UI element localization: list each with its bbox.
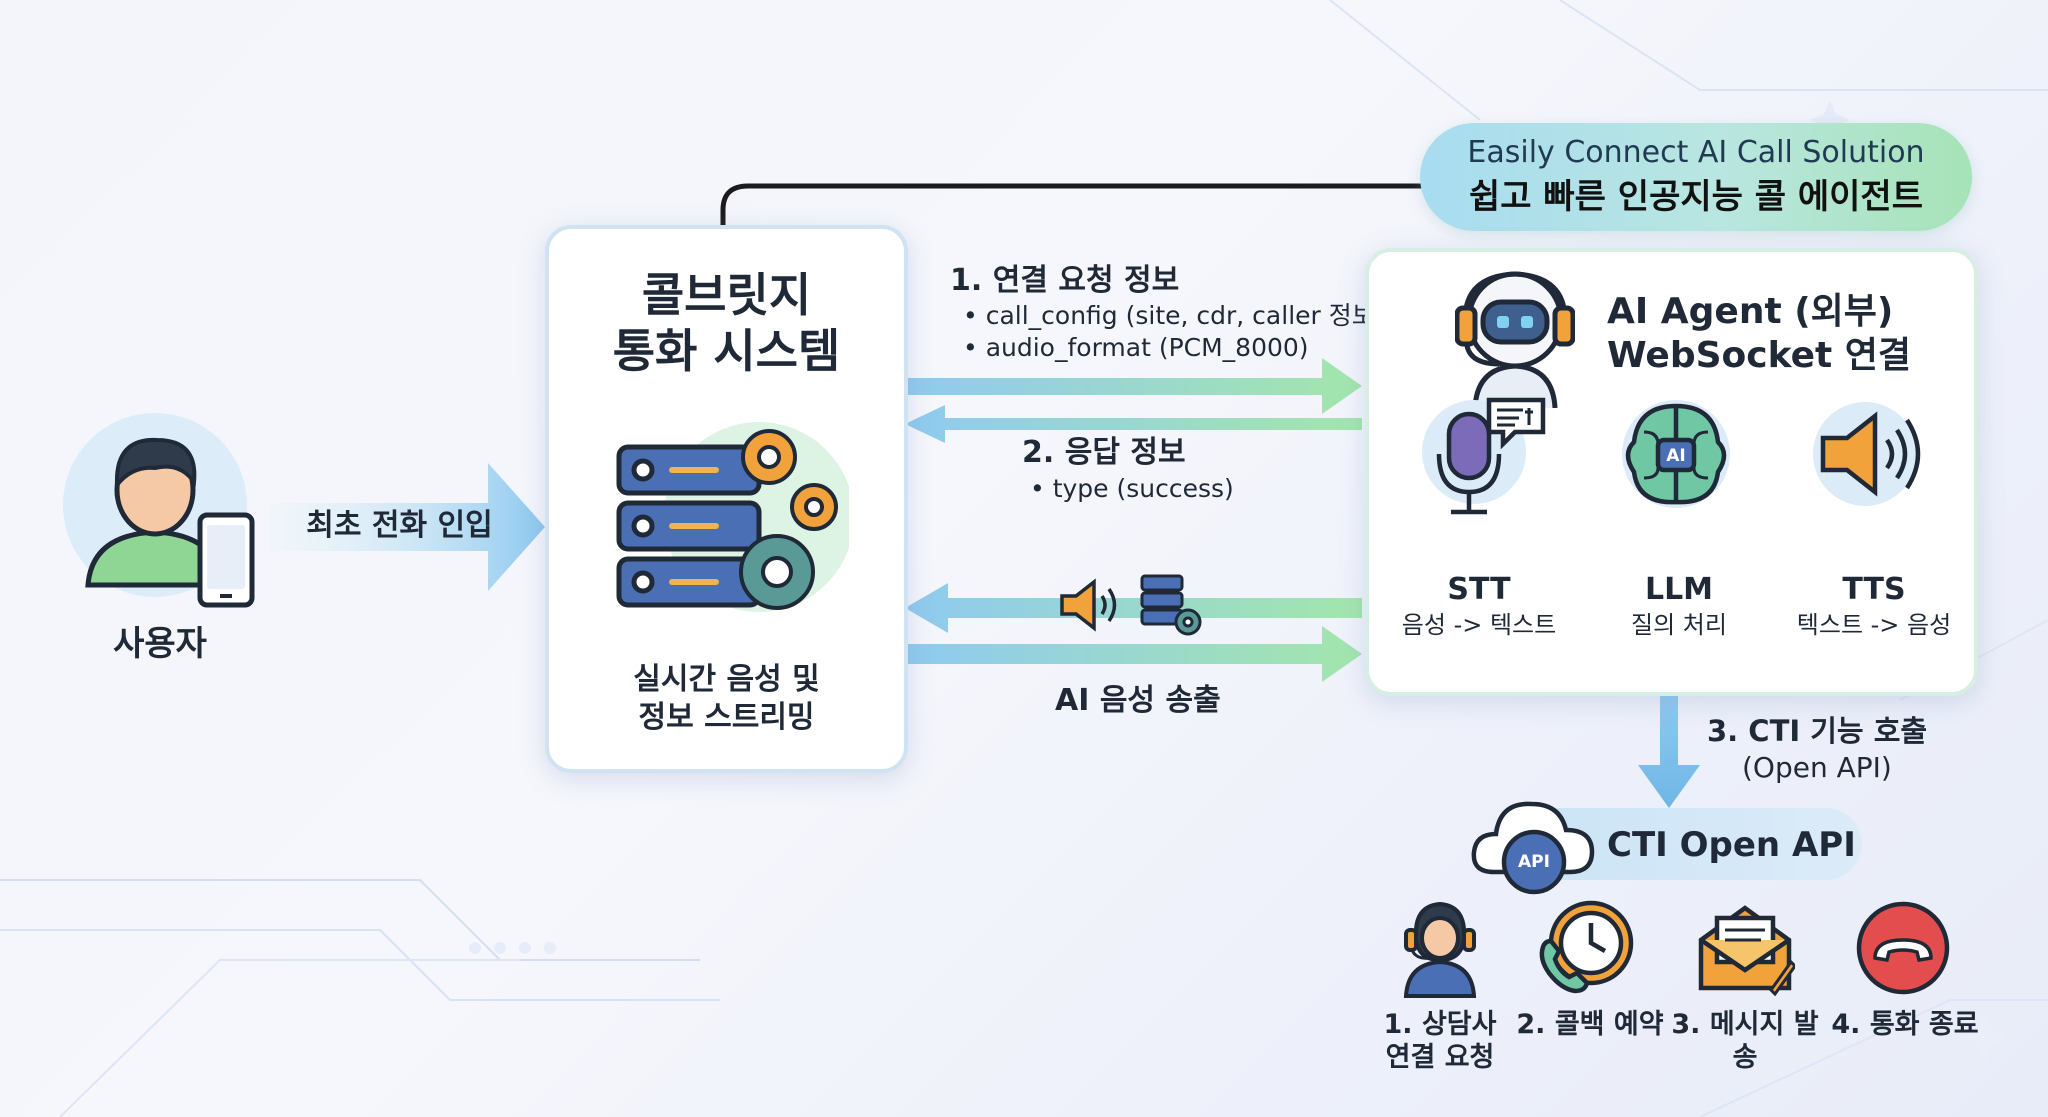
connect-request-title: 1. 연결 요청 정보	[950, 263, 1180, 298]
stt-name: STT	[1447, 572, 1511, 607]
cti-call-subtitle: (Open API)	[1742, 751, 1892, 784]
api-cloud-gear-icon	[1471, 801, 1595, 895]
badge-english: Easily Connect AI Call Solution	[1467, 135, 1925, 170]
llm-ai-chip: AI	[1666, 446, 1686, 466]
api-icon-text: API	[1518, 852, 1550, 872]
microphone-icon	[1422, 397, 1546, 515]
connect-request-arrow	[905, 358, 1362, 414]
solution-badge: Easily Connect AI Call Solution 쉽고 빠른 인공…	[1420, 123, 1972, 231]
callbridge-panel: 콜브릿지 통화 시스템 실시간 음성 및 정보 스트리밍	[545, 225, 908, 773]
tts-name: TTS	[1842, 572, 1906, 607]
response-title: 2. 응답 정보	[1022, 435, 1186, 470]
stt-desc: 음성 -> 텍스트	[1401, 611, 1557, 639]
agent-title-1: AI Agent (외부)	[1607, 291, 1894, 332]
user-avatar-icon	[63, 413, 255, 608]
callbridge-title-1: 콜브릿지	[641, 268, 812, 322]
ai-brain-icon	[1622, 400, 1730, 508]
connect-request-item-1: • call_config (site, cdr, caller 정보)	[963, 301, 1385, 330]
cti-call-arrow	[1638, 695, 1700, 808]
phone-clock-icon	[1539, 900, 1634, 994]
callbridge-caption-1: 실시간 음성 및	[633, 662, 820, 697]
response-arrow	[905, 405, 1362, 443]
cti-call-title: 3. CTI 기능 호출	[1707, 714, 1928, 748]
envelope-icon	[1698, 905, 1795, 996]
cti-title: CTI Open API	[1607, 825, 1856, 865]
llm-desc: 질의 처리	[1631, 611, 1727, 639]
connect-request-item-2: • audio_format (PCM_8000)	[963, 333, 1309, 362]
cti-function-1-line1: 1. 상담사	[1383, 1009, 1497, 1040]
hang-up-icon	[1856, 901, 1950, 995]
cti-function-3: 3. 메시지 발송	[1671, 1009, 1819, 1073]
user-to-callbridge-arrow	[270, 463, 545, 591]
speaker-icon	[1813, 402, 1921, 506]
headset-agent-icon	[1403, 901, 1477, 998]
agent-title-2: WebSocket 연결	[1607, 335, 1911, 376]
tts-desc: 텍스트 -> 음성	[1796, 611, 1952, 639]
ai-voice-out-arrow	[905, 626, 1362, 682]
badge-korean: 쉽고 빠른 인공지능 콜 에이전트	[1469, 177, 1923, 217]
ai-agent-panel: AI Agent (외부) WebSocket 연결 STT 음성 -> 텍스트	[1365, 248, 1978, 696]
user-label: 사용자	[113, 624, 207, 664]
ai-voice-out-title: AI 음성 송출	[1055, 683, 1221, 718]
cti-function-2: 2. 콜백 예약	[1516, 1009, 1664, 1040]
user-arrow-label: 최초 전화 인입	[306, 508, 493, 543]
callbridge-caption-2: 정보 스트리밍	[638, 700, 815, 735]
llm-name: LLM	[1644, 572, 1714, 607]
robot-agent-icon	[1455, 271, 1575, 408]
audio-stream-icon	[1060, 574, 1202, 636]
cti-function-1-line2: 연결 요청	[1385, 1042, 1495, 1073]
audio-in-arrow	[905, 583, 1362, 633]
cti-function-4: 4. 통화 종료	[1831, 1009, 1979, 1040]
response-item-1: • type (success)	[1030, 474, 1234, 503]
callbridge-title-2: 통화 시스템	[612, 324, 841, 378]
server-gears-icon	[616, 422, 849, 612]
